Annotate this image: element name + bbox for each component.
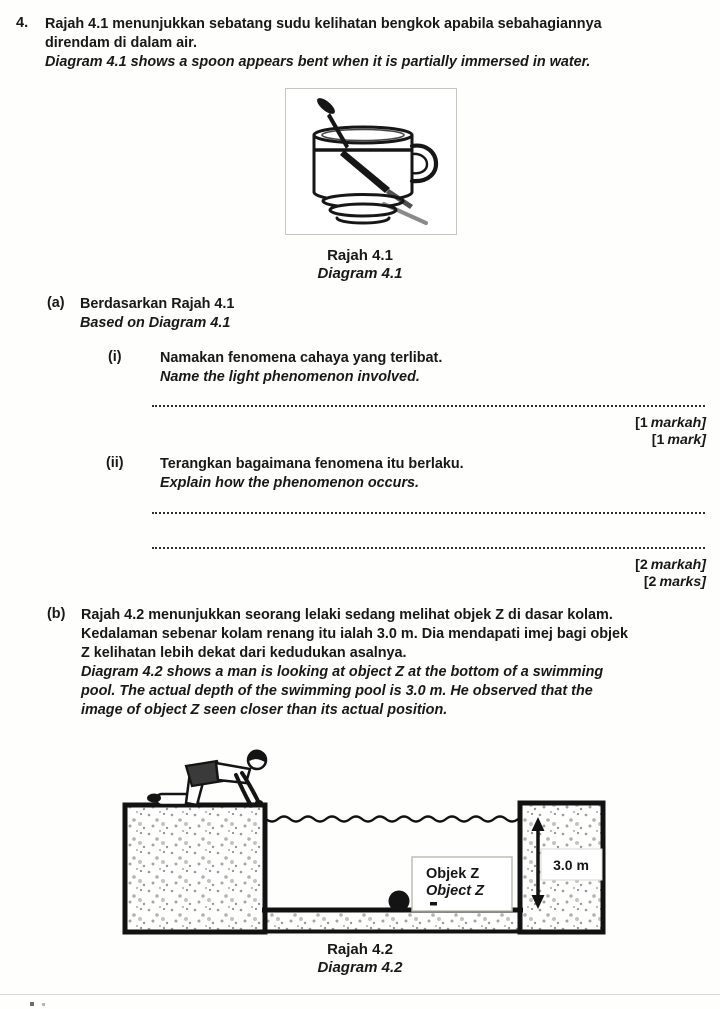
man-arm-front — [240, 771, 260, 803]
intro-english-line: Diagram 4.1 shows a spoon appears bent w… — [45, 54, 591, 70]
depth-arrow-head-bottom — [531, 895, 545, 909]
object-z-label-malay: Objek Z — [426, 866, 479, 882]
answer-line-i — [152, 400, 705, 407]
man-foot — [147, 793, 161, 803]
question-intro: Rajah 4.1 menunjukkan sebatang sudu keli… — [45, 15, 602, 72]
spoon-bent-below-water — [340, 150, 390, 193]
item-i-text: Namakan fenomena cahaya yang terlibat. N… — [160, 349, 442, 387]
figure-4-2-caption: Rajah 4.2 Diagram 4.2 — [260, 941, 460, 977]
footer-scan-speck — [42, 1003, 45, 1006]
intro-malay-line-2: direndam di dalam air. — [45, 35, 197, 51]
ground-left-block — [122, 802, 268, 935]
mug-shadow — [382, 202, 428, 225]
intro-malay-line-1: Rajah 4.1 menunjukkan sebatang sudu keli… — [45, 16, 602, 32]
part-a-stem-malay: Berdasarkan Rajah 4.1 — [80, 296, 235, 312]
spoon-shadow — [386, 189, 413, 209]
footer-rule — [0, 994, 720, 995]
figure-4-2-illustration: Objek Z Object Z 3.0 m — [100, 735, 620, 940]
item-ii-english: Explain how the phenomenon occurs. — [160, 475, 420, 491]
depth-arrow-head-top — [531, 817, 545, 831]
figure-4-2-caption-english: Diagram 4.2 — [317, 959, 403, 976]
depth-indicator: 3.0 m — [531, 817, 603, 909]
part-b-label: (b) — [47, 606, 66, 622]
item-i-label: (i) — [108, 349, 122, 365]
part-b-malay-line-1: Rajah 4.2 menunjukkan seorang lelaki sed… — [81, 607, 613, 623]
part-b-english-line-2: pool. The actual depth of the swimming p… — [81, 683, 593, 699]
man-hand-2 — [247, 802, 255, 808]
man-arm-back — [234, 773, 252, 806]
object-z-label-box: Objek Z Object Z — [411, 856, 513, 912]
object-z-dot — [388, 890, 410, 912]
spoon — [317, 98, 413, 209]
water-surface-wave — [265, 815, 519, 823]
figure-4-1-caption-malay: Rajah 4.1 — [327, 247, 393, 264]
question-number: 4. — [16, 15, 29, 31]
mug-with-spoon-illustration — [312, 98, 439, 225]
item-i-malay: Namakan fenomena cahaya yang terlibat. — [160, 350, 443, 366]
object-z-label-english: Object Z — [426, 883, 485, 899]
figure-4-1-caption-english: Diagram 4.1 — [317, 265, 403, 282]
spoon-bowl — [317, 98, 335, 114]
part-a-stem-english: Based on Diagram 4.1 — [80, 315, 231, 331]
spoon-handle-above-water — [327, 113, 349, 149]
part-a-label: (a) — [47, 295, 65, 311]
man-figure — [147, 749, 268, 808]
item-ii-label: (ii) — [106, 455, 124, 471]
part-b-english-line-1: Diagram 4.2 shows a man is looking at ob… — [81, 664, 604, 680]
figure-4-1-frame — [285, 88, 457, 235]
part-a-stem: Berdasarkan Rajah 4.1 Based on Diagram 4… — [80, 295, 234, 333]
man-hand-1 — [254, 800, 264, 806]
item-ii-text: Terangkan bagaimana fenomena itu berlaku… — [160, 455, 464, 493]
man-hair — [248, 749, 266, 763]
figure-4-1-caption: Rajah 4.1 Diagram 4.1 — [260, 247, 460, 283]
answer-line-ii-1 — [152, 507, 705, 514]
part-b-text: Rajah 4.2 menunjukkan seorang lelaki sed… — [81, 606, 628, 720]
figure-4-2-caption-malay: Rajah 4.2 — [327, 941, 393, 958]
mug-handle — [409, 143, 439, 184]
depth-label: 3.0 m — [553, 857, 589, 873]
part-b-english-line-3: image of object Z seen closer than its a… — [81, 702, 448, 718]
pool-diagram: Objek Z Object Z 3.0 m — [122, 749, 606, 935]
part-b-malay-line-2: Kedalaman sebenar kolam renang itu ialah… — [81, 626, 629, 642]
answer-line-ii-2 — [152, 542, 705, 549]
item-ii-malay: Terangkan bagaimana fenomena itu berlaku… — [160, 456, 464, 472]
depth-label-box — [540, 848, 603, 881]
item-i-english: Name the light phenomenon involved. — [160, 369, 420, 385]
footer-scan-speck — [30, 1002, 34, 1006]
part-b-malay-line-3: Z kelihatan lebih dekat dari kedudukan a… — [81, 645, 407, 661]
mug-base-ring-3 — [335, 216, 391, 225]
